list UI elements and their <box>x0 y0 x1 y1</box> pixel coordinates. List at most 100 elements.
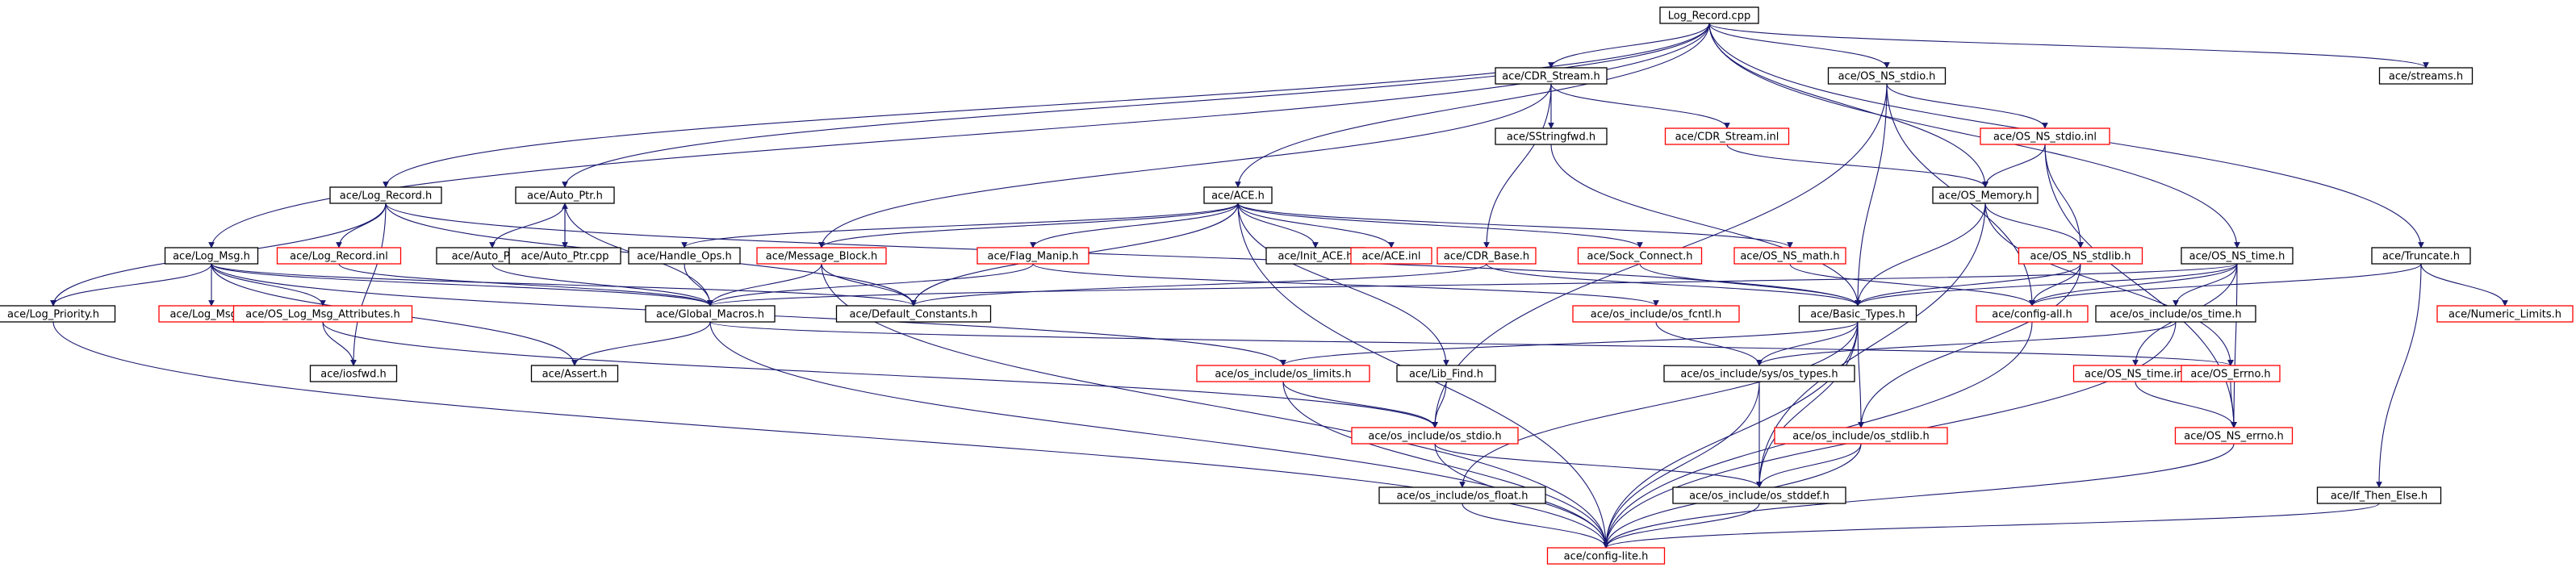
edge-truncate_h-to-numeric_limits_h <box>2420 263 2508 307</box>
edge-log_record_h-to-iosfwd_h <box>350 202 387 366</box>
node-box <box>645 305 776 323</box>
node-ace-os-ns-time-inl[interactable]: ace/OS_NS_time.inl <box>2072 365 2198 382</box>
edge-os_ns_stdio_h-to-basic_types_h <box>1855 83 1888 307</box>
node-ace-assert-h[interactable]: ace/Assert.h <box>530 365 619 382</box>
node-ace-sstringfwd-h[interactable]: ace/SStringfwd.h <box>1495 127 1608 145</box>
node-ace-auto-ptr-cpp[interactable]: ace/Auto_Ptr.cpp <box>508 247 621 265</box>
edge-ace_h-to-os_ns_math_h <box>1237 202 1793 248</box>
node-label: ace/os_include/os_limits.h <box>1215 369 1351 381</box>
node-ace-message-block-h[interactable]: ace/Message_Block.h <box>756 247 887 265</box>
node-ace-iosfwd-h[interactable]: ace/iosfwd.h <box>309 365 398 382</box>
node-ace-os-memory-h[interactable]: ace/OS_Memory.h <box>1932 186 2039 204</box>
node-ace-os-include-os-stdio-h[interactable]: ace/os_include/os_stdio.h <box>1351 427 1519 445</box>
node-ace-os-ns-stdlib-h[interactable]: ace/OS_NS_stdlib.h <box>2018 247 2143 265</box>
node-ace-os-log-msg-attributes-h[interactable]: ace/OS_Log_Msg_Attributes.h <box>232 305 413 323</box>
node-ace-log-record-h[interactable]: ace/Log_Record.h <box>329 186 442 204</box>
node-ace-handle-ops-h[interactable]: ace/Handle_Ops.h <box>628 247 741 265</box>
node-ace-default-constants-h[interactable]: ace/Default_Constants.h <box>835 305 992 323</box>
node-ace-truncate-h[interactable]: ace/Truncate.h <box>2371 247 2471 265</box>
edge-basic_types_h-to-os_include_os_stddef_h <box>1756 321 1859 488</box>
node-ace-os-errno-h[interactable]: ace/OS_Errno.h <box>2181 365 2281 382</box>
edge-root-to-os_memory_h <box>1708 23 1988 188</box>
edge-os_include_os_limits_h-to-os_include_os_stdio_h <box>1282 381 1438 428</box>
edge-root-to-auto_ptr_h <box>562 23 1710 188</box>
node-ace-os-ns-errno-h[interactable]: ace/OS_NS_errno.h <box>2174 427 2294 445</box>
node-label: ace/Flag_Manip.h <box>988 251 1079 263</box>
edge-os_memory_h-to-os_errno_h <box>1984 202 2234 366</box>
node-label: ace/Log_Record.h <box>340 190 433 202</box>
node-label: ace/Log_Record.inl <box>290 251 388 263</box>
node-ace-log-priority-h[interactable]: ace/Log_Priority.h <box>0 305 116 323</box>
node-ace-ace-inl[interactable]: ace/ACE.inl <box>1350 247 1432 265</box>
edge-os_ns_math_h-to-config_all_h <box>1789 263 2035 307</box>
node-ace-os-include-os-fcntl-h[interactable]: ace/os_include/os_fcntl.h <box>1572 305 1740 323</box>
edge-os_include_os_time_h-to-os_include_sys_os_types_h <box>1756 321 2177 366</box>
edge-global_macros_h-to-assert_h <box>571 321 711 366</box>
node-box <box>1659 6 1759 24</box>
node-ace-cdr-stream-inl[interactable]: ace/CDR_Stream.inl <box>1664 127 1790 145</box>
node-box <box>1798 305 1917 323</box>
node-ace-log-record-inl[interactable]: ace/Log_Record.inl <box>276 247 402 265</box>
node-box <box>530 365 619 382</box>
edge-basic_types_h-to-os_include_os_stdlib_h <box>1857 321 1864 428</box>
node-ace-ace-h[interactable]: ace/ACE.h <box>1203 186 1273 204</box>
node-ace-cdr-base-h[interactable]: ace/CDR_Base.h <box>1436 247 1537 265</box>
node-log-record-cpp: Log_Record.cpp <box>1659 6 1759 24</box>
node-label: ace/ACE.inl <box>1361 251 1420 263</box>
node-ace-os-include-os-float-h[interactable]: ace/os_include/os_float.h <box>1378 486 1546 504</box>
edge-os_ns_time_h-to-config_all_h <box>2029 263 2238 307</box>
node-label: ace/Init_ACE.h <box>1278 251 1353 263</box>
node-ace-numeric-limits-h[interactable]: ace/Numeric_Limits.h <box>2436 305 2574 323</box>
edge-os_ns_stdlib_h-to-config_all_h <box>2029 263 2081 307</box>
node-ace-os-include-os-limits-h[interactable]: ace/os_include/os_limits.h <box>1196 365 1370 382</box>
edge-log_msg_h-to-global_macros_h <box>211 263 713 307</box>
node-ace-os-ns-stdio-h[interactable]: ace/OS_NS_stdio.h <box>1827 67 1947 85</box>
edge-root-to-streams_h <box>1708 23 2429 69</box>
edge-flag_manip_h-to-global_macros_h <box>707 263 1034 307</box>
node-ace-global-macros-h[interactable]: ace/Global_Macros.h <box>645 305 776 323</box>
node-ace-os-ns-math-h[interactable]: ace/OS_NS_math.h <box>1733 247 1846 265</box>
node-label: ace/os_include/os_stddef.h <box>1689 491 1830 503</box>
node-ace-config-lite-h[interactable]: ace/config-lite.h <box>1546 547 1666 565</box>
node-ace-sock-connect-h[interactable]: ace/Sock_Connect.h <box>1577 247 1703 265</box>
node-ace-lib-find-h[interactable]: ace/Lib_Find.h <box>1396 365 1496 382</box>
node-label: ace/OS_NS_stdlib.h <box>2030 251 2131 263</box>
node-label: ace/OS_Errno.h <box>2190 369 2270 381</box>
node-box <box>1664 127 1790 145</box>
node-box <box>1196 365 1370 382</box>
edge-cdr_stream_h-to-cdr_base_h <box>1483 83 1552 248</box>
node-box <box>2174 427 2294 445</box>
node-ace-basic-types-h[interactable]: ace/Basic_Types.h <box>1798 305 1917 323</box>
edge-os_errno_h-to-os_ns_errno_h <box>2230 381 2237 428</box>
node-ace-os-include-os-stddef-h[interactable]: ace/os_include/os_stddef.h <box>1672 486 1846 504</box>
edge-os_ns_time_inl-to-os_ns_errno_h <box>2135 381 2237 428</box>
node-ace-init-ace-h[interactable]: ace/Init_ACE.h <box>1265 247 1365 265</box>
node-ace-os-include-os-time-h[interactable]: ace/os_include/os_time.h <box>2095 305 2256 323</box>
node-ace-cdr-stream-h[interactable]: ace/CDR_Stream.h <box>1495 67 1608 85</box>
node-label: ace/streams.h <box>2389 71 2463 83</box>
node-ace-if-then-else-h[interactable]: ace/If_Then_Else.h <box>2316 486 2442 504</box>
node-ace-auto-ptr-h[interactable]: ace/Auto_Ptr.h <box>515 186 615 204</box>
node-box <box>2181 247 2294 265</box>
node-ace-streams-h[interactable]: ace/streams.h <box>2378 67 2474 85</box>
node-box <box>628 247 741 265</box>
node-ace-os-include-sys-os-types-h[interactable]: ace/os_include/sys/os_types.h <box>1663 365 1855 382</box>
node-box <box>1672 486 1846 504</box>
node-box <box>1351 427 1519 445</box>
node-label: ace/Truncate.h <box>2382 251 2460 263</box>
node-label: ace/Lib_Find.h <box>1409 369 1483 381</box>
edge-ace_h-to-handle_ops_h <box>681 202 1239 248</box>
node-ace-os-ns-stdio-inl[interactable]: ace/OS_NS_stdio.inl <box>1980 127 2110 145</box>
node-box <box>835 305 992 323</box>
node-ace-flag-manip-h[interactable]: ace/Flag_Manip.h <box>976 247 1089 265</box>
node-label: ace/OS_Memory.h <box>1938 190 2032 202</box>
node-ace-log-msg-h[interactable]: ace/Log_Msg.h <box>164 247 259 265</box>
node-ace-config-all-h[interactable]: ace/config-all.h <box>1976 305 2089 323</box>
node-ace-os-include-os-stdlib-h[interactable]: ace/os_include/os_stdlib.h <box>1774 427 1948 445</box>
edge-log_record_h-to-basic_types_h <box>385 202 1861 307</box>
node-ace-os-ns-time-h[interactable]: ace/OS_NS_time.h <box>2181 247 2294 265</box>
node-box <box>2378 67 2474 85</box>
edge-flag_manip_h-to-os_include_os_fcntl_h <box>1032 263 1659 307</box>
node-box <box>1577 247 1703 265</box>
node-box <box>1663 365 1855 382</box>
